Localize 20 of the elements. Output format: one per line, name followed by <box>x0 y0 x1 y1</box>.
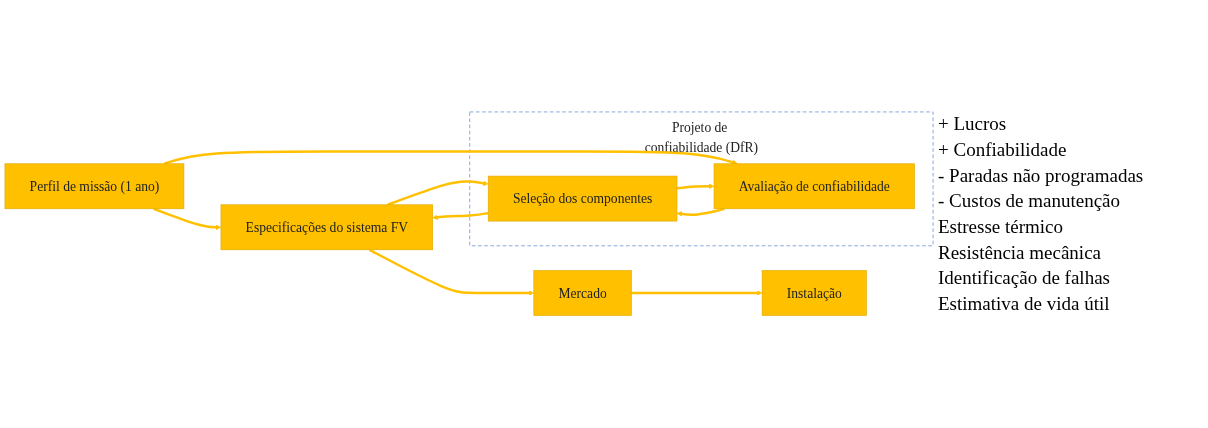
note-text: + Lucros <box>938 112 1008 137</box>
note-text: Estresse térmico <box>938 215 1065 239</box>
note-text: + Confiabilidade <box>938 138 1068 163</box>
node-box: Seleção dos componentes <box>487 176 678 222</box>
node-box: Perfil de missão (1 ano) <box>4 163 185 210</box>
note-text: Estimativa de vida útil <box>938 291 1111 316</box>
arrow <box>163 150 738 166</box>
arrow <box>368 249 535 296</box>
node-box: Especificações do sistema FV <box>220 204 433 251</box>
note-text: - Paradas não programadas <box>938 163 1145 188</box>
node-box: Avaliação de confiabilidade <box>713 163 915 210</box>
node-box: Mercado <box>533 270 632 317</box>
note-text: Resistência mecânica <box>938 240 1102 265</box>
arrow <box>676 183 715 190</box>
node-box: Instalação <box>761 270 867 317</box>
note-text: Identificação de falhas <box>938 266 1111 291</box>
arrow <box>387 180 489 207</box>
arrow <box>432 212 489 221</box>
arrow <box>631 290 763 296</box>
note-text: - Custos de manutenção <box>938 189 1122 214</box>
